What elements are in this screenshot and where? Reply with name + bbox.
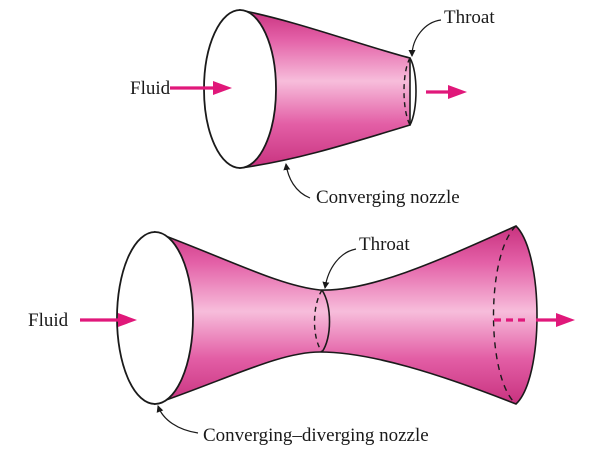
cd-fluid-label: Fluid [28, 310, 69, 331]
converging-nozzle [203, 9, 417, 169]
cd-throat-front-edge [321, 289, 331, 353]
cd-caption: Converging–diverging nozzle [203, 425, 429, 446]
outlet-arrow-head [448, 85, 467, 99]
cd-throat-leader [322, 248, 357, 289]
converging-diverging-nozzle [116, 225, 538, 406]
cd-inlet-arrow-head [118, 313, 137, 327]
converging-caption-leader [283, 163, 311, 199]
converging-fluid-label: Fluid [130, 78, 171, 99]
converging-throat-front-edge [409, 57, 417, 126]
inlet-arrow-head [213, 81, 232, 95]
cd-flow-arrows [80, 313, 575, 327]
cd-nozzle-body [154, 225, 538, 406]
cd-inlet-opening [116, 231, 194, 405]
converging-flow-arrows [170, 81, 467, 99]
cd-outlet-hidden-edge [492, 225, 517, 405]
cd-outlet-arrow-head [556, 313, 575, 327]
cd-throat-label: Throat [359, 234, 410, 255]
cd-caption-leader [156, 405, 199, 434]
converging-throat-leader [408, 19, 442, 57]
converging-throat-label: Throat [444, 7, 495, 28]
converging-throat-hidden-edge [403, 57, 411, 126]
converging-caption: Converging nozzle [316, 187, 460, 208]
